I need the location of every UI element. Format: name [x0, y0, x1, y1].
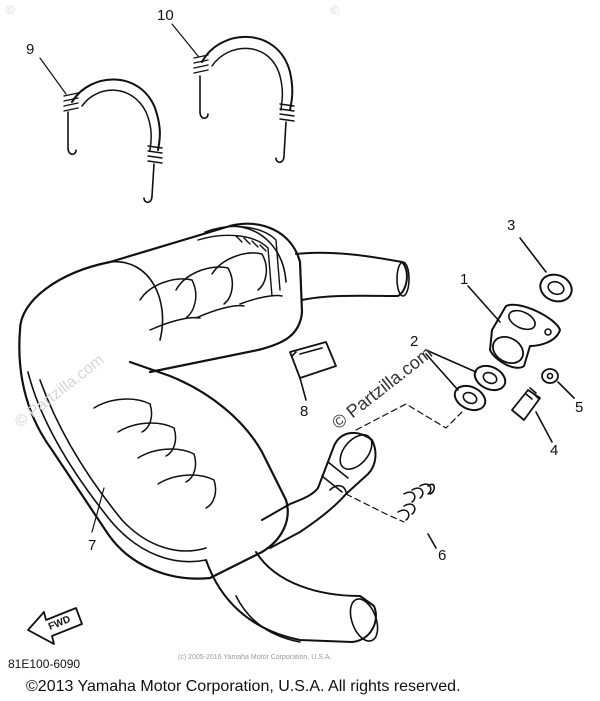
gasket-3: [519, 237, 573, 303]
callout-1: 1: [460, 271, 469, 288]
bolt-4: [511, 387, 553, 443]
watermark-corner-mark-top-right: ©: [330, 3, 339, 17]
watermark-faint-left: © Partzilla.com: [12, 351, 107, 431]
callout-10: 10: [157, 7, 174, 24]
callout-9: 9: [26, 41, 35, 58]
callout-7: 7: [88, 537, 97, 554]
diagram-code: 81E100-6090: [8, 657, 81, 671]
callout-2: 2: [410, 333, 419, 350]
fwd-arrow-icon: [27, 607, 83, 645]
copyright-notice: ©2013 Yamaha Motor Corporation, U.S.A. A…: [26, 678, 461, 695]
spring-9: [63, 78, 163, 204]
callout-3: 3: [507, 217, 516, 234]
muffler-body: [18, 222, 410, 643]
callout-8: 8: [300, 403, 309, 420]
gasket-2: [425, 349, 507, 412]
callout-4: 4: [550, 442, 559, 459]
callout-leaders: [39, 23, 199, 533]
plate-8: [289, 341, 337, 401]
callout-6: 6: [438, 547, 447, 564]
nut-5: [541, 368, 575, 399]
watermark-diagonal: © Partzilla.com: [328, 343, 436, 433]
fine-print: (c) 2005-2016 Yamaha Motor Corporation, …: [178, 654, 332, 661]
watermark-corner-mark-top-left: ©: [6, 3, 15, 17]
dashed-leaders: [345, 403, 463, 523]
spring-6: [397, 483, 437, 549]
callout-5: 5: [575, 399, 584, 416]
joint-1: [467, 285, 561, 369]
spring-10: [193, 35, 295, 164]
